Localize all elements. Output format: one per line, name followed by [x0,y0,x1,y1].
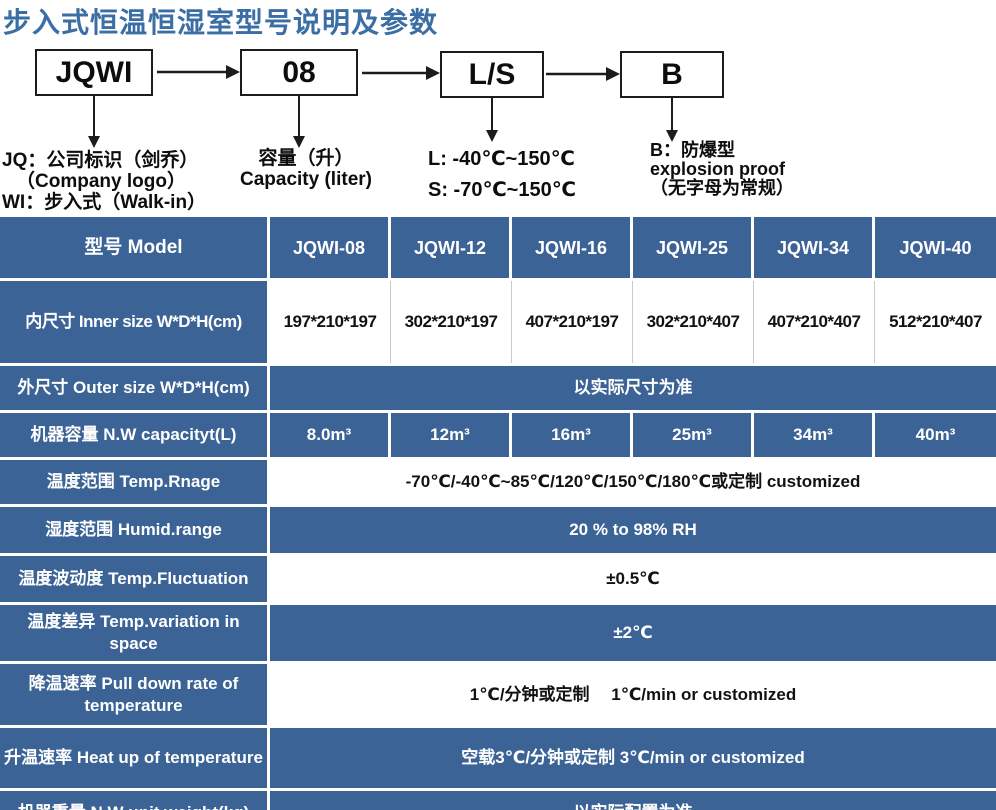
row-label: 内尺寸 Inner size W*D*H(cm) [0,281,270,363]
cell-value-merged: ±0.5℃ [270,556,996,602]
cell-value: 16m³ [512,413,633,457]
code-box-temp-range: L/S [440,51,544,98]
note-company-line3: WI：步入式（Walk-in） [2,192,207,213]
cell-value: 302*210*197 [391,281,512,363]
note-temp-range: L: -40℃~150℃ S: -70℃~150℃ [428,144,576,206]
row-label: 机器重量 N.W unit weight(kg) [0,791,270,810]
table-row-outer-size: 外尺寸 Outer size W*D*H(cm) 以实际尺寸为准 [0,366,996,410]
row-label: 温度差异 Temp.variation in space [0,605,270,661]
table-row-temp-range: 温度范围 Temp.Rnage -70℃/-40℃~85℃/120℃/150℃/… [0,460,996,504]
code-box-capacity: 08 [240,49,358,96]
row-label: 温度波动度 Temp.Fluctuation [0,556,270,602]
header-model: JQWI-08 [270,217,391,278]
header-model: JQWI-34 [754,217,875,278]
row-label: 温度范围 Temp.Rnage [0,460,270,504]
table-row-header: 型号 Model JQWI-08 JQWI-12 JQWI-16 JQWI-25… [0,217,996,278]
cell-value: 8.0m³ [270,413,391,457]
row-label: 机器容量 N.W capacityt(L) [0,413,270,457]
header-model: JQWI-16 [512,217,633,278]
cell-value: 34m³ [754,413,875,457]
note-explosion: B：防爆型 explosion proof （无字母为常规） [650,141,794,198]
cell-value: 512*210*407 [875,281,996,363]
cell-value-merged: 1℃/分钟或定制 1℃/min or customized [270,664,996,725]
note-temp-range-line2: S: -70℃~150℃ [428,179,576,201]
header-model: JQWI-40 [875,217,996,278]
page-title: 步入式恒温恒湿室型号说明及参数 [3,7,439,38]
header-model: JQWI-12 [391,217,512,278]
cell-value: 25m³ [633,413,754,457]
header-model: JQWI-25 [633,217,754,278]
cell-value-merged: -70℃/-40℃~85℃/120℃/150℃/180℃或定制 customiz… [270,460,996,504]
note-capacity-line2: Capacity (liter) [240,169,372,190]
cell-value-merged: 20 % to 98% RH [270,507,996,553]
header-label: 型号 Model [0,217,270,278]
table-row-heatup: 升温速率 Heat up of temperature 空载3℃/分钟或定制 3… [0,728,996,788]
row-label: 升温速率 Heat up of temperature [0,728,270,788]
cell-value-merged: ±2℃ [270,605,996,661]
model-code-diagram: JQWI 08 L/S B JQ：公司标识（剑乔） （Company logo）… [0,40,996,214]
cell-value-merged: 空载3℃/分钟或定制 3℃/min or customized [270,728,996,788]
table-row-humidity: 湿度范围 Humid.range 20 % to 98% RH [0,507,996,553]
table-row-variation: 温度差异 Temp.variation in space ±2℃ [0,605,996,661]
cell-value: 407*210*197 [512,281,633,363]
note-company: JQ：公司标识（剑乔） （Company logo） WI：步入式（Walk-i… [2,150,206,213]
table-row-inner-size: 内尺寸 Inner size W*D*H(cm) 197*210*197 302… [0,281,996,363]
code-box-company: JQWI [35,49,153,96]
cell-value: 197*210*197 [270,281,391,363]
row-label: 湿度范围 Humid.range [0,507,270,553]
note-explosion-line2: explosion proof [650,159,785,179]
note-explosion-line1: B：防爆型 [650,140,735,160]
spec-table: 型号 Model JQWI-08 JQWI-12 JQWI-16 JQWI-25… [0,217,996,810]
note-company-line2: （Company logo） [16,171,186,192]
table-row-fluctuation: 温度波动度 Temp.Fluctuation ±0.5℃ [0,556,996,602]
cell-value-merged: 以实际配置为准 [270,791,996,810]
cell-value: 12m³ [391,413,512,457]
code-box-explosion: B [620,51,724,98]
cell-value: 40m³ [875,413,996,457]
note-temp-range-line1: L: -40℃~150℃ [428,148,575,170]
cell-value: 302*210*407 [633,281,754,363]
row-label: 外尺寸 Outer size W*D*H(cm) [0,366,270,410]
table-row-weight: 机器重量 N.W unit weight(kg) 以实际配置为准 [0,791,996,810]
table-row-pulldown: 降温速率 Pull down rate of temperature 1℃/分钟… [0,664,996,725]
diagram-arrows [88,65,678,148]
cell-value: 407*210*407 [754,281,875,363]
row-label: 降温速率 Pull down rate of temperature [0,664,270,725]
note-capacity: 容量（升） Capacity (liter) [222,148,390,190]
note-capacity-line1: 容量（升） [258,148,354,169]
note-explosion-line3: （无字母为常规） [650,178,794,198]
cell-value-merged: 以实际尺寸为准 [270,366,996,410]
table-row-capacity: 机器容量 N.W capacityt(L) 8.0m³ 12m³ 16m³ 25… [0,413,996,457]
note-company-line1: JQ：公司标识（剑乔） [2,150,199,171]
